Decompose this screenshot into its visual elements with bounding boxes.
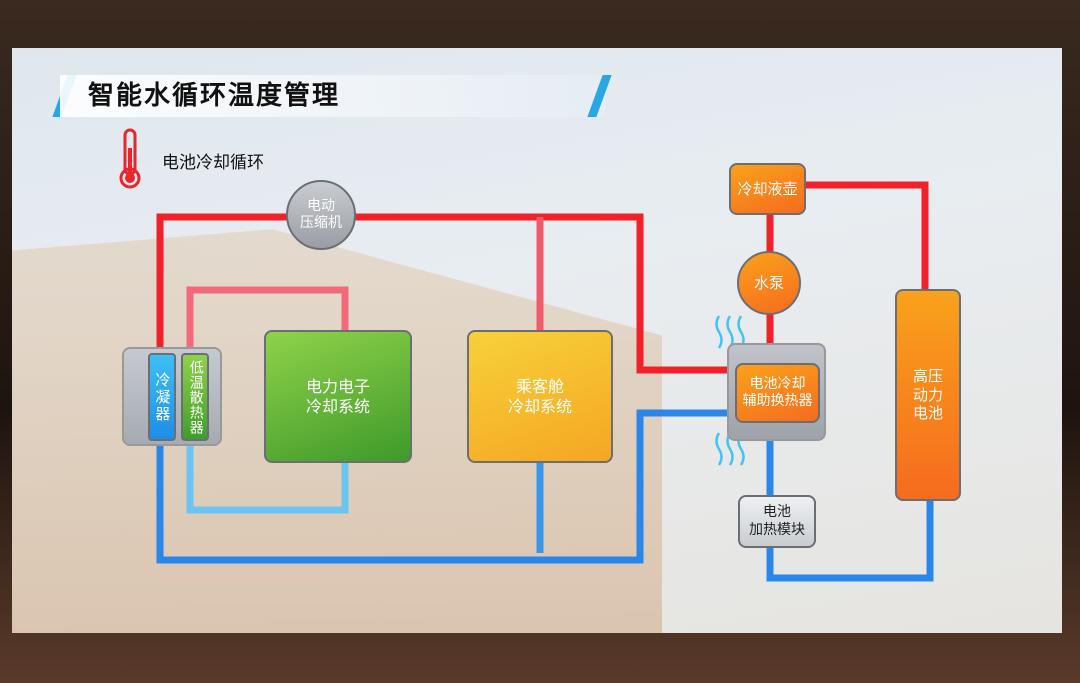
warm-pipe-loop — [186, 286, 349, 348]
hot-pipe-main — [156, 213, 730, 374]
thermometer-icon — [118, 128, 142, 196]
low-temp-radiator: 低温散热器 — [181, 353, 209, 441]
power-electronics-cooling: 电力电子 冷却系统 — [264, 330, 412, 463]
cool-pipe-loop — [186, 445, 349, 514]
hv-battery: 高压 动力 电池 — [895, 289, 961, 501]
presentation-slide: 智能水循环温度管理 电池冷却循环 电动 压缩机 冷凝器 低温散热器 电力电子 冷… — [12, 48, 1062, 633]
subtitle: 电池冷却循环 — [162, 153, 264, 173]
cold-pipe-main — [156, 409, 730, 564]
condenser: 冷凝器 — [148, 353, 176, 441]
battery-chiller: 电池冷却 辅助换热器 — [735, 363, 820, 423]
electric-compressor: 电动 压缩机 — [286, 180, 356, 250]
cabin-cooling: 乘客舱 冷却系统 — [467, 330, 613, 463]
water-pump: 水泵 — [737, 251, 801, 315]
chiller-housing: 电池冷却 辅助换热器 — [727, 343, 826, 441]
condenser-radiator-block: 冷凝器 低温散热器 — [122, 347, 222, 446]
coolant-tank: 冷却液壶 — [729, 163, 806, 215]
slide-title: 智能水循环温度管理 — [60, 75, 605, 117]
cold-pipe-return — [766, 498, 934, 582]
hot-pipe-battery — [802, 181, 929, 293]
battery-heater-module: 电池 加热模块 — [738, 495, 816, 548]
